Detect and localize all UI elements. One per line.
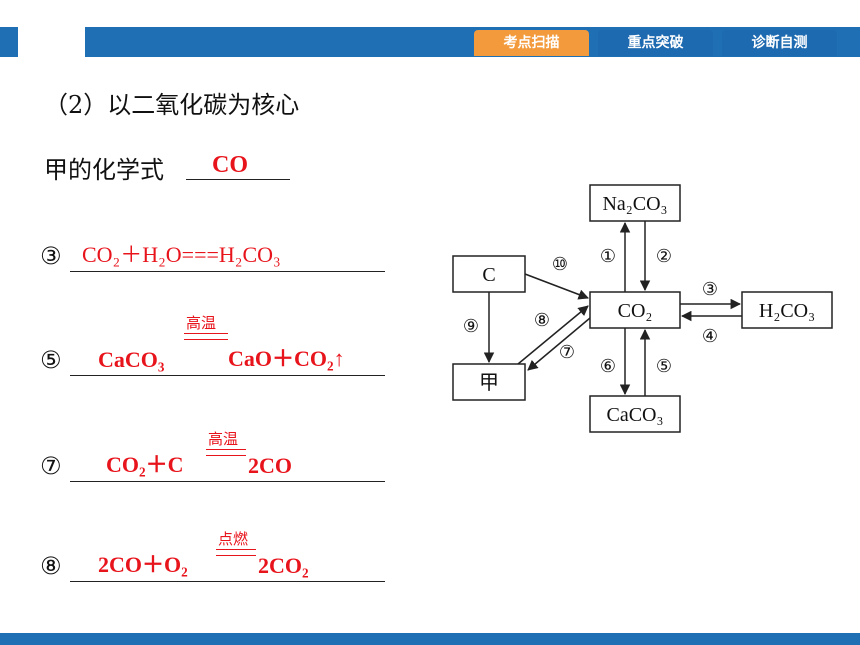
equation-products: 2CO₂ — [258, 553, 309, 578]
formula-question-label: 甲的化学式 — [44, 156, 164, 184]
arrow-label-4: ④ — [702, 326, 718, 346]
answer-underline — [70, 375, 385, 376]
equation-3: ③ CO₂＋H₂O===H₂CO₃ — [40, 240, 385, 272]
arrow-label-1: ① — [600, 246, 616, 266]
reaction-condition: 高温 — [208, 430, 239, 448]
arrow-10 — [524, 273, 589, 300]
formula-answer: CO — [186, 150, 290, 180]
answer-underline — [70, 481, 385, 482]
equation-7: ⑦ CO₂＋C 高温 2CO — [40, 430, 385, 482]
equation-products: 2CO — [248, 453, 292, 478]
equation-products: CaO＋CO₂↑ — [228, 346, 345, 371]
arrow-label-2: ② — [656, 246, 672, 266]
tab-kaodian-saomiao[interactable]: 考点扫描 — [474, 30, 589, 56]
arrow-label-6: ⑥ — [600, 356, 616, 376]
node-na2co3-box — [589, 184, 681, 222]
node-h2co3: H₂CO₃ — [759, 300, 815, 322]
footer-bar — [0, 633, 860, 645]
header-bar-left — [0, 27, 18, 57]
tab-zhenduan-zice[interactable]: 诊断自测 — [722, 30, 837, 56]
section-title: （2）以二氧化碳为核心 — [44, 91, 300, 119]
arrow-label-3: ③ — [702, 279, 718, 299]
conversion-diagram: Na₂CO₃ C CO₂ H₂CO₃ 甲 CaCO₃ ① ② ③ ④ ⑤ ⑥ ⑦… — [452, 184, 833, 433]
node-h2co3-box — [741, 291, 833, 329]
node-caco3: CaCO₃ — [607, 404, 664, 426]
equals-sign — [216, 549, 256, 556]
answer-underline — [70, 271, 385, 272]
equation-number: ⑧ — [40, 552, 62, 580]
arrow-7 — [527, 317, 591, 371]
node-jia-box — [452, 363, 526, 401]
reaction-condition: 点燃 — [218, 530, 249, 548]
equals-sign — [184, 333, 228, 340]
node-co2: CO₂ — [618, 300, 653, 322]
equals-sign — [206, 449, 246, 456]
answer-underline — [70, 581, 385, 582]
arrow-label-7: ⑦ — [559, 342, 575, 362]
node-co2-box — [589, 291, 681, 329]
equation-8: ⑧ 2CO＋O₂ 点燃 2CO₂ — [40, 530, 385, 582]
node-jia: 甲 — [479, 372, 499, 394]
arrow-label-5: ⑤ — [656, 356, 672, 376]
node-na2co3: Na₂CO₃ — [602, 193, 667, 215]
arrow-label-8: ⑧ — [534, 310, 550, 330]
tab-zhongdian-tupo[interactable]: 重点突破 — [598, 30, 713, 56]
node-caco3-box — [589, 395, 681, 433]
arrow-label-9: ⑨ — [463, 316, 479, 336]
arrow-label-10: ⑩ — [552, 254, 568, 274]
equation-number: ⑦ — [40, 452, 62, 480]
arrow-8 — [517, 305, 589, 365]
equation-number: ⑤ — [40, 346, 62, 374]
equation-reactants: CaCO₃ — [98, 347, 165, 372]
node-c: C — [482, 264, 495, 286]
equation-reactants: CO₂＋C — [106, 452, 184, 477]
equation-number: ③ — [40, 242, 62, 270]
equation-reactants: 2CO＋O₂ — [98, 552, 188, 577]
reaction-condition: 高温 — [186, 314, 217, 332]
equation-answer: CO₂＋H₂O===H₂CO₃ — [82, 242, 281, 267]
equation-5: ⑤ CaCO₃ 高温 CaO＋CO₂↑ — [40, 314, 385, 376]
